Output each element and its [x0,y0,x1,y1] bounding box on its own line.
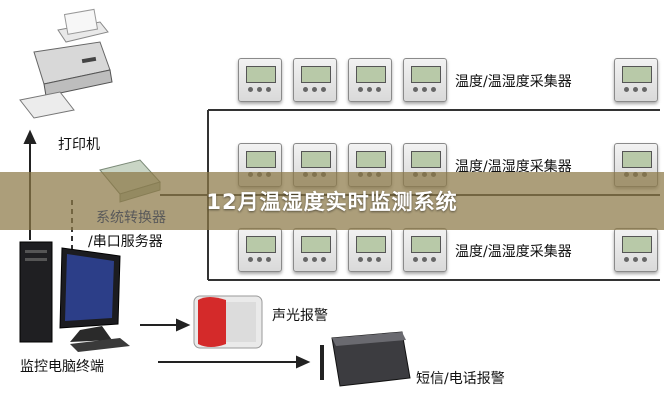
sensor-display [356,151,386,168]
sensor-display [301,236,331,253]
sensor-buttons [413,87,437,92]
sensor-icon [293,228,337,272]
alarm-light-label: 声光报警 [272,308,328,324]
converter-label-line2: /串口服务器 [88,234,163,250]
sensor-display [411,236,441,253]
converter-label-line1: 系统转换器 [96,210,166,226]
sensor-display [622,151,652,168]
sensor-buttons [358,87,382,92]
sensor-buttons [248,87,272,92]
sensor-display [301,151,331,168]
sensor-icon [238,58,282,102]
sensor-display [622,66,652,83]
row-label-3: 温度/温湿度采集器 [455,243,572,260]
row-label-2: 温度/温湿度采集器 [455,158,572,175]
page-title: 12月温湿度实时监测系统 [206,190,458,214]
sensor-display [411,151,441,168]
sensor-display [356,236,386,253]
sensor-icon [348,58,392,102]
sensor-display [246,151,276,168]
alarm-light-icon [193,295,263,349]
sensor-buttons [358,257,382,262]
row-label-1: 温度/温湿度采集器 [455,73,572,90]
sensor-icon [403,58,447,102]
sensor-display [246,66,276,83]
sensor-buttons [624,257,648,262]
pc-label: 监控电脑终端 [20,359,104,375]
sensor-display [356,66,386,83]
sensor-buttons [303,257,327,262]
printer-icon [19,8,113,119]
sensor-buttons [413,257,437,262]
sensor-icon [238,228,282,272]
printer-label: 打印机 [58,137,100,153]
gsm-modem-icon [320,331,411,387]
sensor-display [301,66,331,83]
sensor-icon [403,228,447,272]
sensor-icon [293,58,337,102]
sensor-display [246,236,276,253]
sensor-icon [614,228,658,272]
sensor-display [622,236,652,253]
title-banner [0,172,664,230]
sensor-display [411,66,441,83]
sms-alarm-label: 短信/电话报警 [416,371,505,387]
computer-icon [19,241,130,352]
sensor-buttons [624,87,648,92]
sensor-buttons [248,257,272,262]
sensor-buttons [303,87,327,92]
sensor-icon [348,228,392,272]
sensor-icon [614,58,658,102]
